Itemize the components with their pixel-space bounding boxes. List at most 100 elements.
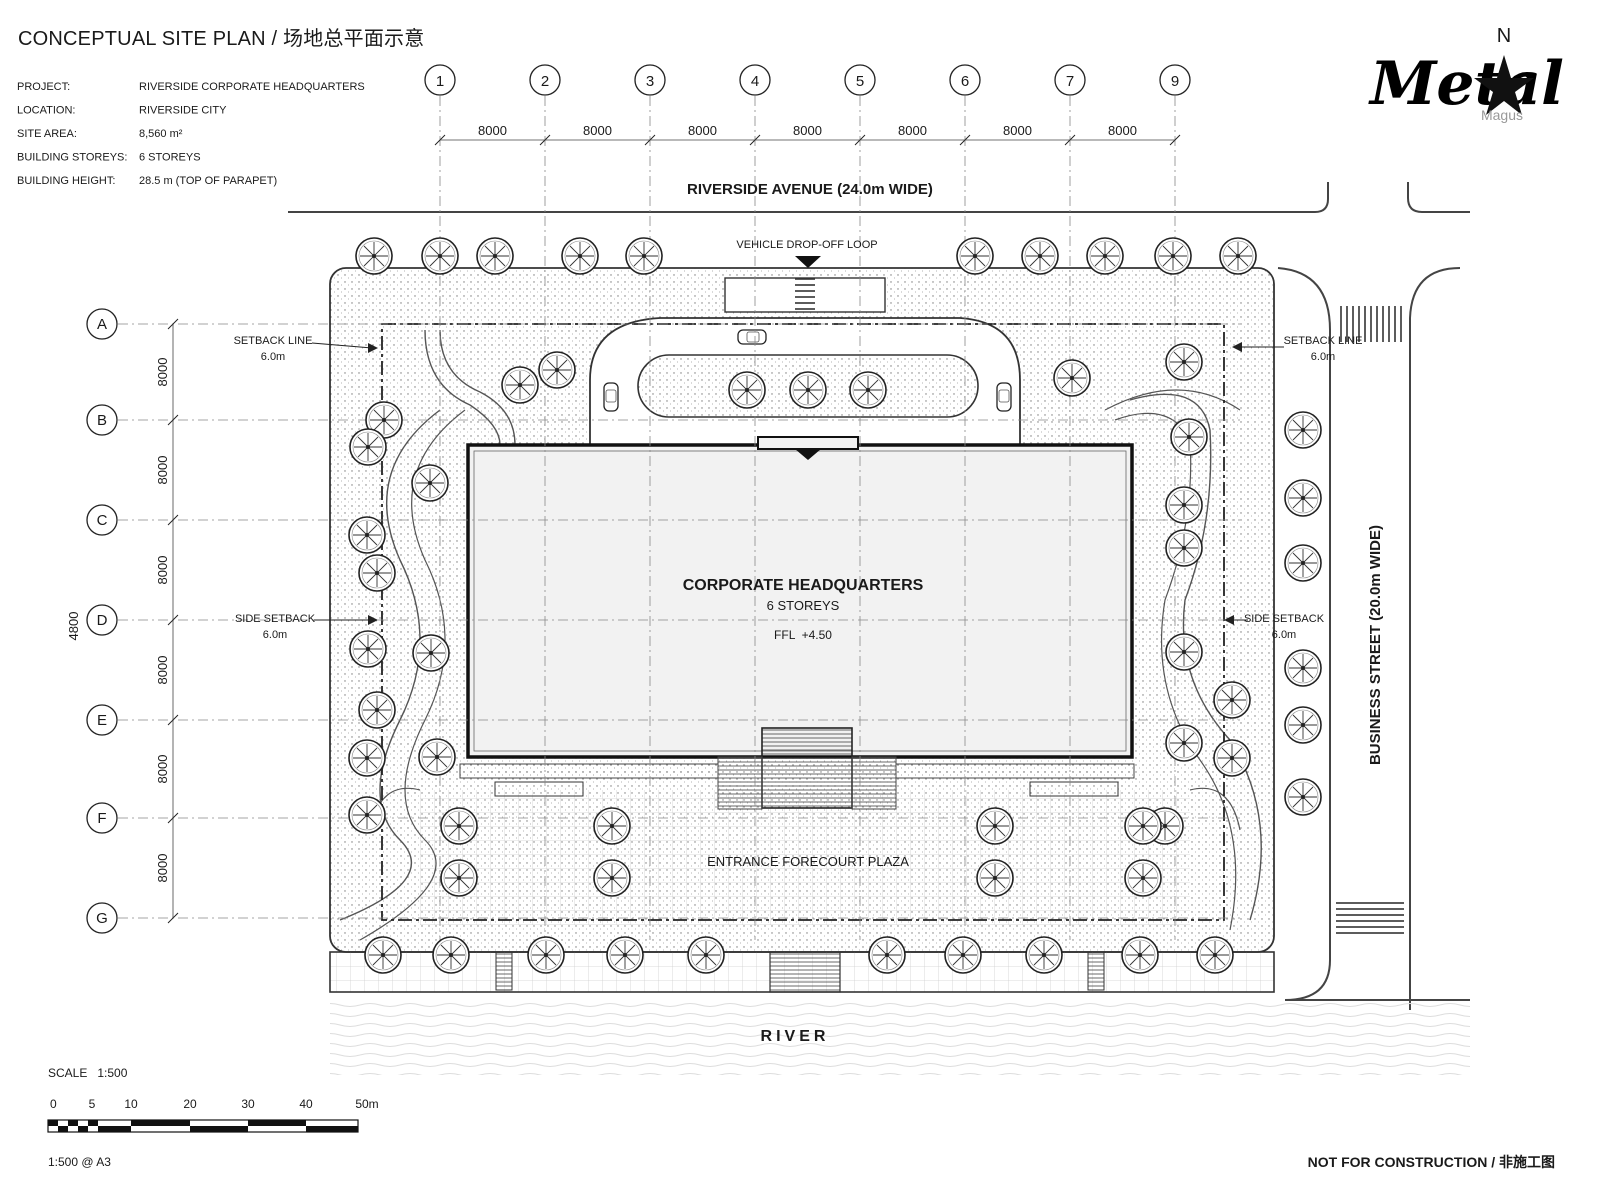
tree-icon: [1165, 343, 1203, 381]
scale-label: SCALE 1:500: [48, 1066, 128, 1080]
grid-bubble: [86, 404, 118, 436]
side-setback-dist-right: 6.0m: [1272, 629, 1296, 641]
tree-icon: [976, 807, 1014, 845]
north-label: N: [1497, 25, 1511, 47]
tree-icon: [944, 936, 982, 974]
tree-icon: [1124, 859, 1162, 897]
info-value: 28.5 m (TOP OF PARAPET): [139, 175, 277, 187]
tree-icon: [501, 366, 539, 404]
grid-col-label: 5: [856, 73, 864, 90]
col-dimension: 8000: [1003, 123, 1032, 138]
tree-icon: [1165, 724, 1203, 762]
tree-icon: [561, 237, 599, 275]
building-footprint: [466, 443, 1134, 759]
north-star-icon: [1474, 55, 1534, 115]
grid-bubble: [1054, 64, 1086, 96]
info-label: BUILDING STOREYS:: [17, 152, 127, 164]
tree-icon: [976, 859, 1014, 897]
street-north-label: RIVERSIDE AVENUE (24.0m WIDE): [687, 181, 933, 198]
logo: Metal Magus: [1368, 49, 1564, 123]
tree-icon: [348, 739, 386, 777]
col-dimension: 8000: [1108, 123, 1137, 138]
tree-icon: [440, 859, 478, 897]
tree-icon: [411, 464, 449, 502]
col-dimension: 8000: [583, 123, 612, 138]
grid-col-label: 7: [1066, 73, 1074, 90]
row-dimension: 8000: [155, 755, 170, 784]
dropoff-label: VEHICLE DROP-OFF LOOP: [736, 239, 877, 251]
overall-row-dimension: 4800: [66, 612, 81, 641]
grid-col-label: 6: [961, 73, 969, 90]
tree-icon: [355, 237, 393, 275]
tree-icon: [1284, 778, 1322, 816]
tree-icon: [956, 237, 994, 275]
side-setback-label-right: SIDE SETBACK: [1244, 613, 1325, 625]
grid-col-label: 2: [541, 73, 549, 90]
tree-icon: [1154, 237, 1192, 275]
tree-icon: [625, 237, 663, 275]
tree-icon: [728, 371, 766, 409]
tree-icon: [1196, 936, 1234, 974]
tree-icon: [538, 351, 576, 389]
grid-bubble: [634, 64, 666, 96]
grid-row-label: F: [97, 810, 106, 827]
grid-row-label: C: [97, 512, 108, 529]
side-setback-dist-left: 6.0m: [263, 629, 287, 641]
tree-icon: [421, 237, 459, 275]
grid-bubble: [424, 64, 456, 96]
tree-icon: [440, 807, 478, 845]
river-label: RIVER: [761, 1028, 830, 1045]
disclaimer: NOT FOR CONSTRUCTION / 非施工图: [1308, 1154, 1555, 1170]
tree-icon: [1165, 529, 1203, 567]
col-dimension: 8000: [688, 123, 717, 138]
dropoff-marker-icon: [795, 256, 821, 268]
side-setback-label-left: SIDE SETBACK: [235, 613, 316, 625]
car-icon: [996, 382, 1012, 412]
scale-tick-label: 40: [299, 1097, 313, 1111]
grid-bubble: [1159, 64, 1191, 96]
col-dimension: 8000: [898, 123, 927, 138]
logo-text: Metal: [1368, 49, 1564, 119]
setback-line-label-left: SETBACK LINE: [234, 335, 313, 347]
grid-row-label: E: [97, 712, 107, 729]
grid-bubble: [949, 64, 981, 96]
row-dimension: 8000: [155, 456, 170, 485]
project-info-table: PROJECT:RIVERSIDE CORPORATE HEADQUARTERS…: [17, 81, 365, 187]
info-value: 6 STOREYS: [139, 152, 201, 164]
drawing-title: CONCEPTUAL SITE PLAN / 场地总平面示意: [18, 28, 425, 50]
grid-bubble: [86, 704, 118, 736]
row-dimension: 8000: [155, 656, 170, 685]
grid-col-label: 1: [436, 73, 444, 90]
tree-icon: [412, 634, 450, 672]
car-icon: [603, 382, 619, 412]
building-name: CORPORATE HEADQUARTERS: [683, 577, 924, 594]
tree-icon: [593, 807, 631, 845]
grid-col-label: 3: [646, 73, 654, 90]
tree-icon: [349, 428, 387, 466]
scale-tick-label: 10: [124, 1097, 138, 1111]
grid-bubble: [86, 604, 118, 636]
grid-bubble: [86, 308, 118, 340]
grid-bubble: [739, 64, 771, 96]
tree-icon: [1284, 479, 1322, 517]
tree-icon: [789, 371, 827, 409]
street-east-label: BUSINESS STREET (20.0m WIDE): [1367, 525, 1384, 765]
tree-icon: [1121, 936, 1159, 974]
scale-tick-label: 5: [89, 1097, 96, 1111]
grid-bubble: [86, 902, 118, 934]
col-dimension: 8000: [793, 123, 822, 138]
tree-icon: [364, 936, 402, 974]
tree-icon: [687, 936, 725, 974]
tree-icon: [527, 936, 565, 974]
tree-icon: [1025, 936, 1063, 974]
tree-icon: [1165, 486, 1203, 524]
tree-icon: [348, 516, 386, 554]
tree-icon: [606, 936, 644, 974]
grid-col-label: 4: [751, 73, 759, 90]
row-dimension: 8000: [155, 556, 170, 585]
setback-line-dist-right: 6.0m: [1311, 351, 1335, 363]
grid-bubble: [86, 504, 118, 536]
tree-icon: [1284, 411, 1322, 449]
